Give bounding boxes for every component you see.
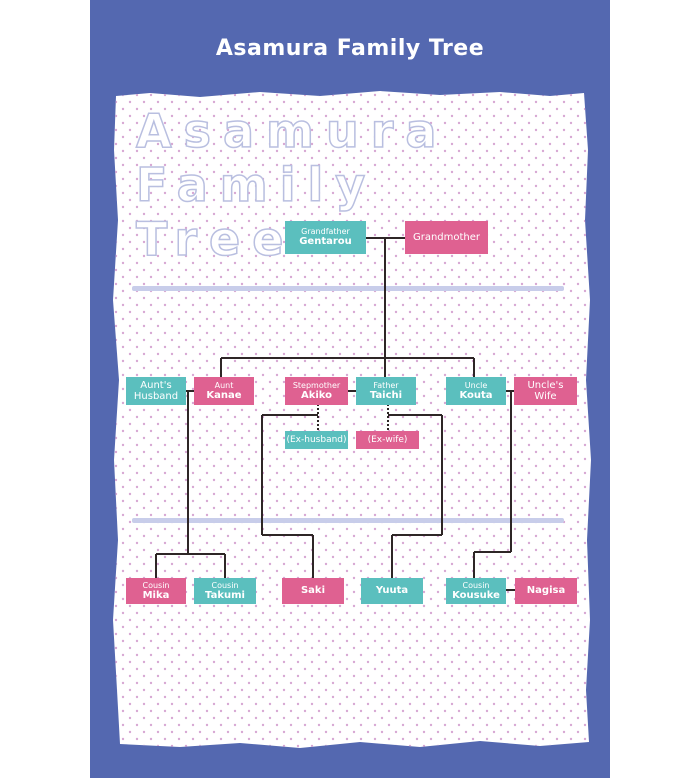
node-role: Father	[373, 380, 399, 390]
node-yuuta: Yuuta	[361, 578, 423, 604]
watermark-line-1: Asamura	[135, 104, 449, 158]
watermark-line-3: Tree	[135, 212, 296, 266]
node-aunt: Aunt Kanae	[194, 377, 254, 405]
node-role: Cousin	[462, 580, 490, 590]
node-aunts-husband: Aunt's Husband	[126, 377, 186, 405]
node-name: Taichi	[369, 389, 403, 401]
node-role: Grandfather	[301, 227, 350, 237]
divider-stripe	[132, 286, 564, 291]
node-kousuke: Cousin Kousuke	[446, 578, 506, 604]
divider-stripe	[132, 518, 564, 523]
node-role: Uncle	[464, 380, 488, 390]
node-name: Yuuta	[375, 585, 409, 597]
node-role: Cousin	[142, 580, 170, 590]
node-name: Kousuke	[452, 589, 500, 601]
node-role: Stepmother	[292, 380, 341, 390]
node-uncles-wife: Uncle's Wife	[514, 377, 577, 405]
node-role: Cousin	[211, 580, 239, 590]
node-name: Grandmother	[412, 231, 481, 243]
node-name: Mika	[142, 589, 170, 601]
node-name: Gentarou	[299, 236, 352, 248]
node-name: (Ex-wife)	[367, 434, 408, 445]
node-grandmother: Grandmother	[405, 221, 488, 254]
node-ex-husband: (Ex-husband)	[285, 431, 348, 449]
node-stepmother: Stepmother Akiko	[285, 377, 348, 405]
node-grandfather: Grandfather Gentarou	[285, 221, 366, 254]
node-takumi: Cousin Takumi	[194, 578, 256, 604]
page-title: Asamura Family Tree	[215, 36, 485, 61]
watermark-line-2: Family	[135, 158, 378, 212]
node-name: Kanae	[206, 389, 242, 401]
tree-lines	[155, 237, 515, 591]
node-role: Aunt	[214, 380, 234, 390]
node-name: Uncle's Wife	[527, 379, 564, 403]
node-ex-wife: (Ex-wife)	[356, 431, 419, 449]
node-name: Takumi	[205, 589, 245, 601]
node-name: Kouta	[459, 389, 493, 401]
node-name: Saki	[300, 585, 326, 597]
node-saki: Saki	[282, 578, 344, 604]
node-uncle: Uncle Kouta	[446, 377, 506, 405]
node-nagisa: Nagisa	[515, 578, 577, 604]
node-name: Aunt's Husband	[133, 379, 179, 403]
node-mika: Cousin Mika	[126, 578, 186, 604]
node-name: (Ex-husband)	[286, 434, 347, 445]
node-name: Nagisa	[526, 585, 566, 597]
node-father: Father Taichi	[356, 377, 416, 405]
node-name: Akiko	[300, 389, 333, 401]
